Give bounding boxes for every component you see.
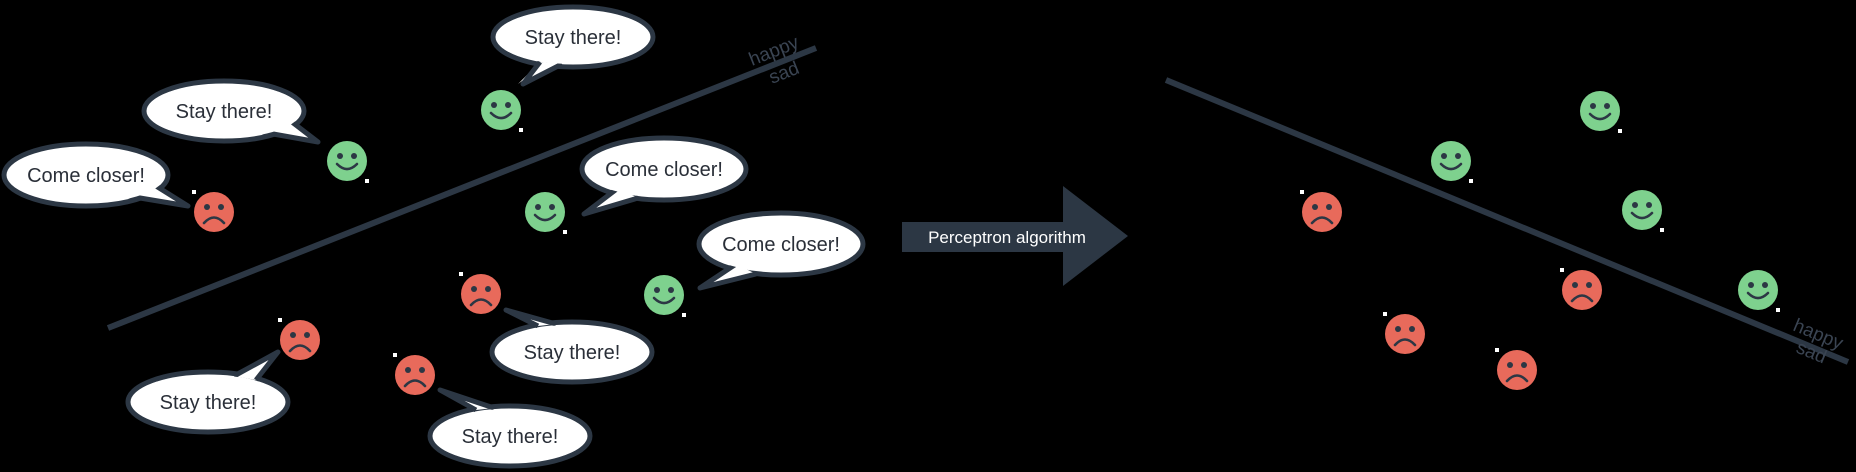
bubble-text: Stay there!: [525, 27, 622, 49]
after-panel: happy sad: [1164, 77, 1850, 390]
bubble-text: Come closer!: [605, 159, 723, 181]
bubble-text: Stay there!: [524, 342, 621, 364]
speech-bubble: Come closer!: [1, 141, 191, 209]
before-panel: happy sad Stay there! Stay there! Come c…: [1, 4, 866, 469]
happy-face-icon: [327, 141, 369, 183]
arrow-shape: [902, 186, 1128, 286]
sad-face-icon: [1300, 190, 1342, 232]
happy-face-icon: [1431, 141, 1473, 183]
bubble-text: Stay there!: [462, 426, 559, 448]
speech-bubble: Stay there!: [125, 349, 291, 435]
speech-bubble: Stay there!: [427, 387, 593, 469]
happy-face-icon: [644, 275, 686, 317]
sad-face-icon: [459, 272, 501, 314]
speech-bubble: Stay there!: [489, 307, 655, 385]
sad-face-icon: [393, 353, 435, 395]
sad-face-icon: [1560, 268, 1602, 310]
happy-face-icon: [481, 90, 523, 132]
speech-bubble: Stay there!: [141, 78, 321, 145]
after-boundary-line: [1164, 77, 1850, 365]
sad-face-icon: [1383, 312, 1425, 354]
happy-face-icon: [1622, 190, 1664, 232]
before-boundary-line: [106, 45, 818, 331]
speech-bubble: Stay there!: [490, 4, 656, 87]
arrow-label: Perceptron algorithm: [928, 228, 1086, 247]
sad-face-icon: [278, 318, 320, 360]
happy-face-icon: [1738, 270, 1780, 312]
speech-bubble: Come closer!: [696, 210, 866, 291]
bubble-text: Stay there!: [176, 101, 273, 123]
bubble-text: Stay there!: [160, 392, 257, 414]
happy-face-icon: [1580, 91, 1622, 133]
bubble-text: Come closer!: [27, 165, 145, 187]
process-arrow: Perceptron algorithm: [902, 186, 1128, 286]
sad-face-icon: [192, 190, 234, 232]
happy-face-icon: [525, 192, 567, 234]
sad-face-icon: [1495, 348, 1537, 390]
speech-bubble: Come closer!: [579, 135, 749, 217]
bubble-text: Come closer!: [722, 234, 840, 256]
